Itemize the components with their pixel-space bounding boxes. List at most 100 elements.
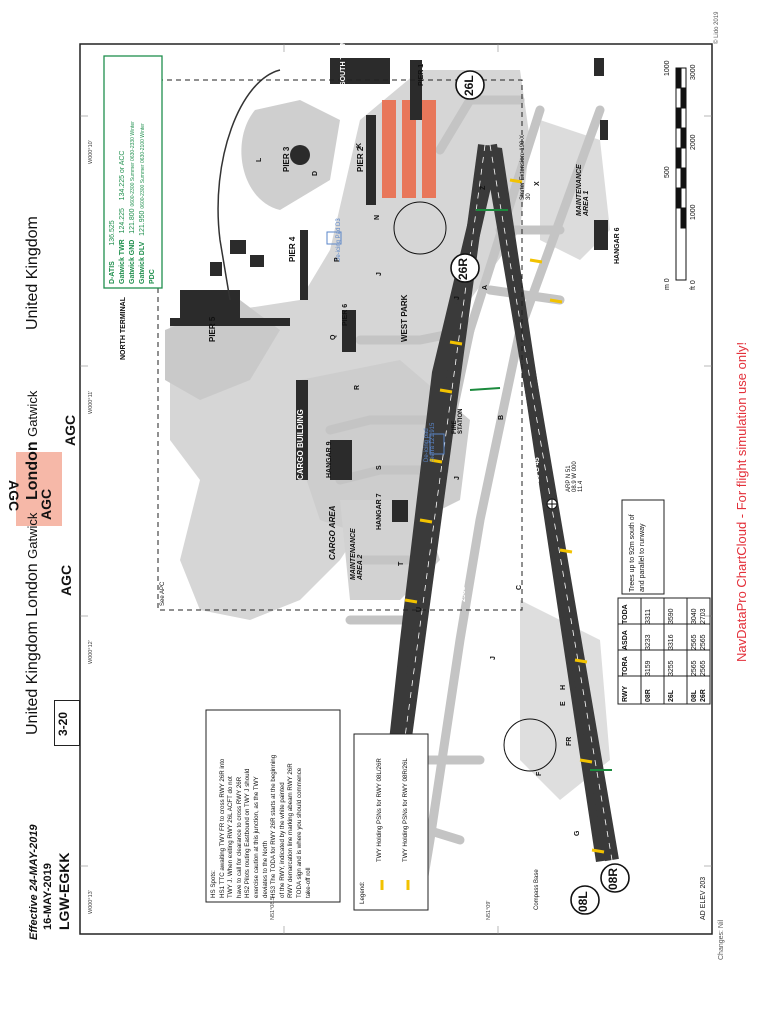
label-starter-extension: Starter Extension: 190 X 30	[520, 134, 532, 200]
twy-label: G	[574, 830, 581, 836]
header-agc-highlight-2: AGC	[38, 488, 54, 520]
frequency-list: D-ATIS 136.525 Gatwick TWR 124.225 134.2…	[108, 121, 158, 284]
twy-label: E	[560, 701, 567, 706]
agc-highlight-1	[16, 452, 62, 496]
pier6-building	[342, 310, 356, 352]
trees-note-box	[621, 499, 665, 595]
header-agc-highlight-1: AGC	[6, 480, 22, 512]
ad-elevation: AD ELEV 203	[700, 876, 707, 920]
label-hangar6: HANGAR 6	[614, 227, 621, 264]
scale-m500: 500	[664, 166, 671, 178]
coord-n2: N51°09'	[486, 900, 492, 920]
twy-label: H	[560, 684, 567, 690]
freq-pdc: PDC	[149, 269, 156, 284]
effective-date: Effective 24-MAY-2019	[28, 824, 40, 940]
access-road	[217, 69, 281, 301]
label-compass-base: Compass Base	[534, 869, 540, 910]
trees-note: Trees up to 92m south of and parallel to…	[629, 514, 646, 592]
label-south-terminal: SOUTH TERMINAL	[340, 23, 347, 86]
header-country-city: United Kingdom London Gatwick	[24, 512, 41, 735]
label-rwy-26l: 26L	[462, 75, 476, 96]
twy-label: K	[356, 142, 363, 148]
pier4-building	[300, 230, 308, 300]
twy-label: A	[482, 284, 489, 290]
twy-label: U	[416, 606, 423, 612]
north-terminal-building	[180, 290, 240, 318]
twy-label: B	[498, 414, 505, 420]
runway-table-grid	[617, 597, 711, 705]
twy-label: N	[374, 214, 381, 220]
page-number: 3-20	[56, 711, 70, 736]
twy-label: T	[398, 561, 405, 566]
label-maint-area2: MAINTENANCE AREA 2	[350, 528, 364, 580]
header-country-3: United Kingdom	[24, 216, 41, 330]
twy-label: D	[312, 170, 319, 176]
hangar9	[330, 440, 352, 480]
label-pier4: PIER 4	[288, 236, 297, 262]
label-see-apc: See APC	[160, 581, 166, 606]
label-hangar9: HANGAR 9	[326, 441, 333, 478]
issue-date: 16-MAY-2019	[42, 863, 54, 930]
label-cargo-building: CARGO BUILDING	[296, 409, 305, 480]
coord-w3: W000°11'	[88, 390, 94, 414]
twy-label: C	[516, 584, 523, 590]
hot-spots-text: HS Spots: HS1 TTC awaiting TWY FR to cro…	[210, 754, 312, 898]
legend-box	[353, 733, 429, 911]
header-agc-left: AGC	[58, 564, 74, 596]
cargo-building	[296, 380, 308, 480]
scale-ft3000: 3000	[690, 64, 697, 80]
label-pier2: PIER 2	[356, 146, 365, 172]
label-west-park: WEST PARK	[400, 294, 409, 342]
watermark: NavDataPro ChartCloud - For flight simul…	[734, 341, 749, 662]
changes-note: Changes: Nil	[718, 919, 725, 960]
label-maint-area1: MAINTENANCE AREA 1	[576, 164, 590, 216]
hangar7	[392, 500, 408, 522]
holding-positions	[385, 178, 605, 854]
runway-designator-circles	[450, 70, 630, 915]
label-fire-station: FIRE STATION	[452, 408, 464, 434]
label-hangar7: HANGAR 7	[376, 493, 383, 530]
scale-ft1000: 1000	[690, 204, 697, 220]
frequency-box	[103, 55, 163, 289]
scale-m1000: 1000	[664, 60, 671, 76]
green-hold-bars	[469, 209, 612, 771]
label-pier6: PIER 6	[342, 303, 349, 326]
label-runway-dim-north: 2565 G 45	[460, 569, 467, 602]
apc-boundary	[157, 79, 523, 611]
legend-item-2: TWY Holding PSNs for RWY 08R/26L	[402, 758, 409, 862]
twy-label: X	[534, 181, 541, 186]
twy-label: J	[376, 272, 383, 276]
hangar6	[594, 220, 608, 250]
label-rwy-26r: 26R	[456, 257, 470, 280]
coord-w4: W000°10'	[88, 140, 94, 164]
freq-twr: Gatwick TWR 124.225 134.225 or ACC	[119, 150, 126, 284]
coord-w2: W000°12'	[88, 640, 94, 664]
twy-label: Q	[330, 334, 337, 340]
scale-m0: m 0	[664, 278, 671, 290]
hot-spot-circles	[393, 201, 557, 772]
pier1-building	[410, 60, 422, 120]
freq-gnd: Gatwick GND 121.800 0600-2300 Summer 063…	[129, 121, 136, 284]
stands	[382, 100, 436, 198]
header-city-2: London Gatwick	[24, 390, 41, 500]
label-rwy-08l: 08L	[576, 891, 590, 912]
header-agc-right: AGC	[62, 414, 78, 446]
twy-label: J	[490, 656, 497, 660]
label-deicing-sierra: De-icing pad Sierra 121.915	[424, 422, 436, 462]
label-deicing-d3: De-icing Pad D3	[336, 218, 342, 262]
label-arp: ARP N 51 08.9 W 000 11.4	[566, 461, 584, 492]
deicing-pads	[326, 231, 445, 455]
copyright: © Lido 2019	[714, 11, 720, 44]
coordinate-grid	[80, 44, 712, 934]
pier3-building	[290, 145, 310, 165]
label-rwy-08r: 08R	[606, 867, 620, 890]
page-number-box	[54, 700, 80, 746]
coord-w1: W000°13'	[88, 890, 94, 914]
twy-label: L	[256, 157, 263, 162]
freq-dlv: Gatwick DLV 121.950 0600-2300 Summer 063…	[139, 123, 146, 284]
